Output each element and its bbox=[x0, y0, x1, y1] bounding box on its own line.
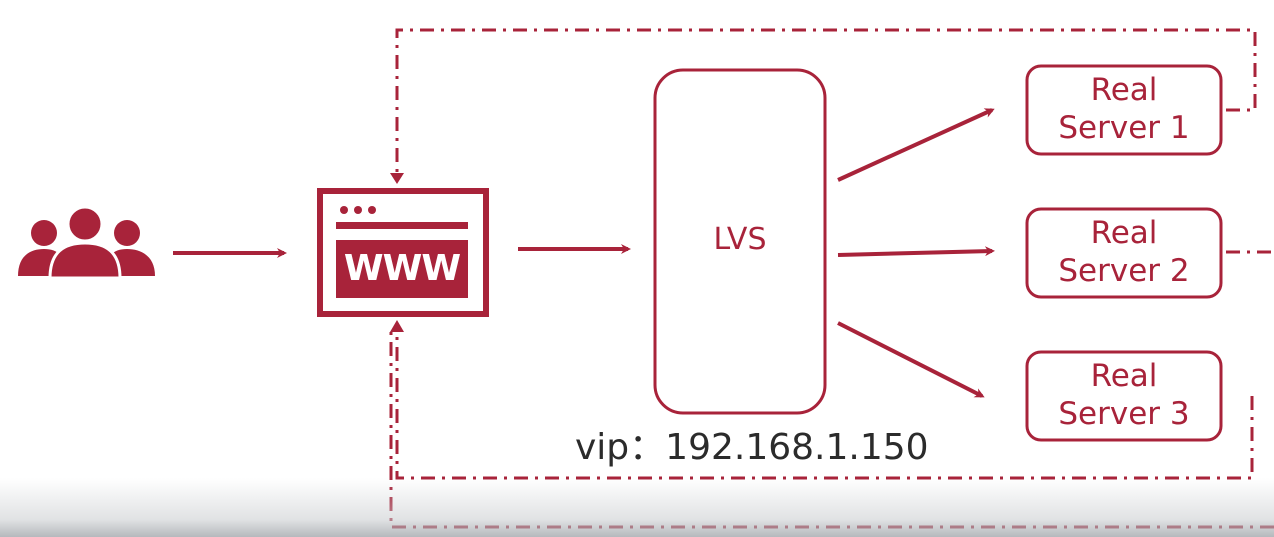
return-arrowhead-bottom bbox=[390, 320, 404, 332]
return-arrowhead-top bbox=[390, 173, 404, 184]
real-server-1-box bbox=[1025, 64, 1223, 156]
www-label: WWW bbox=[343, 248, 461, 289]
real-server-3-line2: Server 3 bbox=[1058, 396, 1190, 432]
browser-window-icon bbox=[317, 188, 489, 317]
arrow-lvs-to-server-3 bbox=[837, 321, 985, 398]
real-server-2-line2: Server 2 bbox=[1058, 253, 1190, 289]
real-server-3-box bbox=[1025, 350, 1223, 442]
return-path-top bbox=[395, 28, 1257, 175]
arrow-lvs-to-server-2 bbox=[837, 246, 995, 257]
return-path-bottom bbox=[389, 330, 1274, 529]
real-server-3-line1: Real bbox=[1090, 358, 1158, 394]
lvs-label: LVS bbox=[713, 222, 767, 257]
real-server-3-label: Real Server 3 bbox=[1027, 357, 1221, 433]
arrow-lvs-to-server-1 bbox=[837, 108, 995, 182]
real-server-1-line1: Real bbox=[1090, 72, 1158, 108]
real-server-1-label: Real Server 1 bbox=[1027, 71, 1221, 147]
users-icon bbox=[18, 205, 155, 280]
vip-label: vip：192.168.1.150 bbox=[575, 427, 929, 468]
real-server-2-line1: Real bbox=[1090, 215, 1158, 251]
real-server-2-box bbox=[1025, 207, 1223, 299]
lvs-node bbox=[653, 68, 827, 415]
real-server-1-line2: Server 1 bbox=[1058, 110, 1190, 146]
real-server-2-label: Real Server 2 bbox=[1027, 214, 1221, 290]
